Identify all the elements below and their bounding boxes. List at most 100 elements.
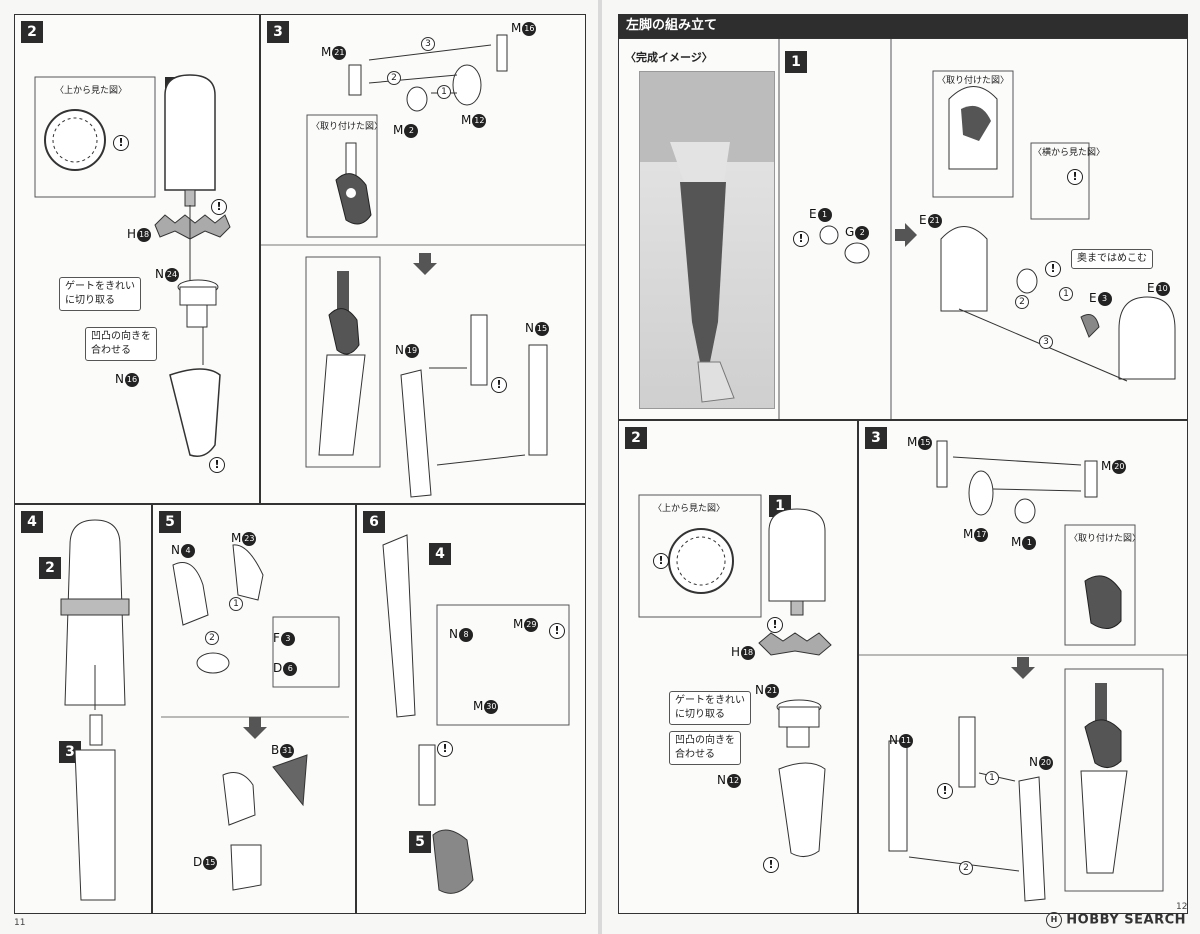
top-view-label: 〈上から見た図〉 <box>55 86 128 96</box>
sequence-step-1: 1 <box>229 597 243 611</box>
caution-icon: ! <box>937 783 953 799</box>
sequence-step-2: 2 <box>205 631 219 645</box>
step3-drawing <box>261 34 585 498</box>
caution-icon: ! <box>113 135 129 151</box>
page-number: 12 <box>1176 902 1188 912</box>
right-step3-drawing <box>859 440 1187 902</box>
right-step1-drawing <box>778 39 1176 419</box>
caution-icon: ! <box>211 199 227 215</box>
sequence-step-1: 1 <box>437 85 451 99</box>
step-number: 2 <box>21 21 43 43</box>
logo-text: HOBBY SEARCH <box>1066 912 1186 928</box>
right-step2-drawing <box>638 494 832 857</box>
right-step1-panel: 〈完成イメージ〉 1 〈取り付けた図〉 〈横から見た図〉 奥まではめこむ ! !… <box>618 38 1188 420</box>
side-view-label: 〈横から見た図〉 <box>1033 148 1106 158</box>
caution-icon: ! <box>209 457 225 473</box>
align-callout: 凹凸の向きを 合わせる <box>669 731 741 765</box>
caution-icon: ! <box>763 857 779 873</box>
sequence-step-3: 3 <box>421 37 435 51</box>
step-number: 4 <box>21 511 43 533</box>
caution-icon: ! <box>437 741 453 757</box>
caution-icon: ! <box>653 553 669 569</box>
sub-step-number: 5 <box>409 831 431 853</box>
logo-icon: H <box>1046 912 1063 928</box>
sub-step-number: 4 <box>429 543 451 565</box>
sequence-step-2: 2 <box>387 71 401 85</box>
sub-step-number: 2 <box>39 557 61 579</box>
step2-drawing <box>34 74 231 457</box>
step-number: 1 <box>785 51 807 73</box>
page-number: 11 <box>14 918 26 928</box>
caution-icon: ! <box>491 377 507 393</box>
sequence-step-1: 1 <box>985 771 999 785</box>
down-arrow-icon <box>413 253 437 275</box>
caution-icon: ! <box>767 617 783 633</box>
left-step2-panel: 2 1 〈上から見た図〉 ! ! ! H18 N24 N16 ゲートをきれい に… <box>14 14 260 504</box>
step6-drawing <box>382 534 570 894</box>
gate-callout: ゲートをきれい に切り取る <box>669 691 751 725</box>
finished-image-label: 〈完成イメージ〉 <box>625 51 713 64</box>
step-number: 2 <box>625 427 647 449</box>
right-arrow-icon <box>895 223 917 247</box>
down-arrow-icon <box>243 717 267 739</box>
sequence-step-2: 2 <box>959 861 973 875</box>
step-number: 3 <box>865 427 887 449</box>
sequence-step-3: 3 <box>1039 335 1053 349</box>
step4-drawing <box>60 519 130 901</box>
down-arrow-icon <box>1011 657 1035 679</box>
step-number: 5 <box>159 511 181 533</box>
gate-callout: ゲートをきれい に切り取る <box>59 277 141 311</box>
step-number: 3 <box>267 21 289 43</box>
press-callout: 奥まではめこむ <box>1071 249 1153 269</box>
section-header: 左脚の組み立て <box>618 14 1188 38</box>
attached-view-label: 〈取り付けた図〉 <box>1069 534 1142 544</box>
step5-drawing <box>161 544 349 891</box>
step-number: 6 <box>363 511 385 533</box>
left-page: 2 1 〈上から見た図〉 ! ! ! H18 N24 N16 ゲートをきれい に… <box>0 0 598 934</box>
caution-icon: ! <box>793 231 809 247</box>
caution-icon: ! <box>1045 261 1061 277</box>
finished-leg-image <box>639 71 775 409</box>
left-step3-panel: 3 〈取り付けた図〉 ! 1 2 3 <box>260 14 586 504</box>
leg-illustration <box>640 72 774 403</box>
align-callout: 凹凸の向きを 合わせる <box>85 327 157 361</box>
left-step4-panel: 4 2 3 <box>14 504 152 914</box>
caution-icon: ! <box>1067 169 1083 185</box>
top-view-label: 〈上から見た図〉 <box>653 504 726 514</box>
sequence-step-2: 2 <box>1015 295 1029 309</box>
